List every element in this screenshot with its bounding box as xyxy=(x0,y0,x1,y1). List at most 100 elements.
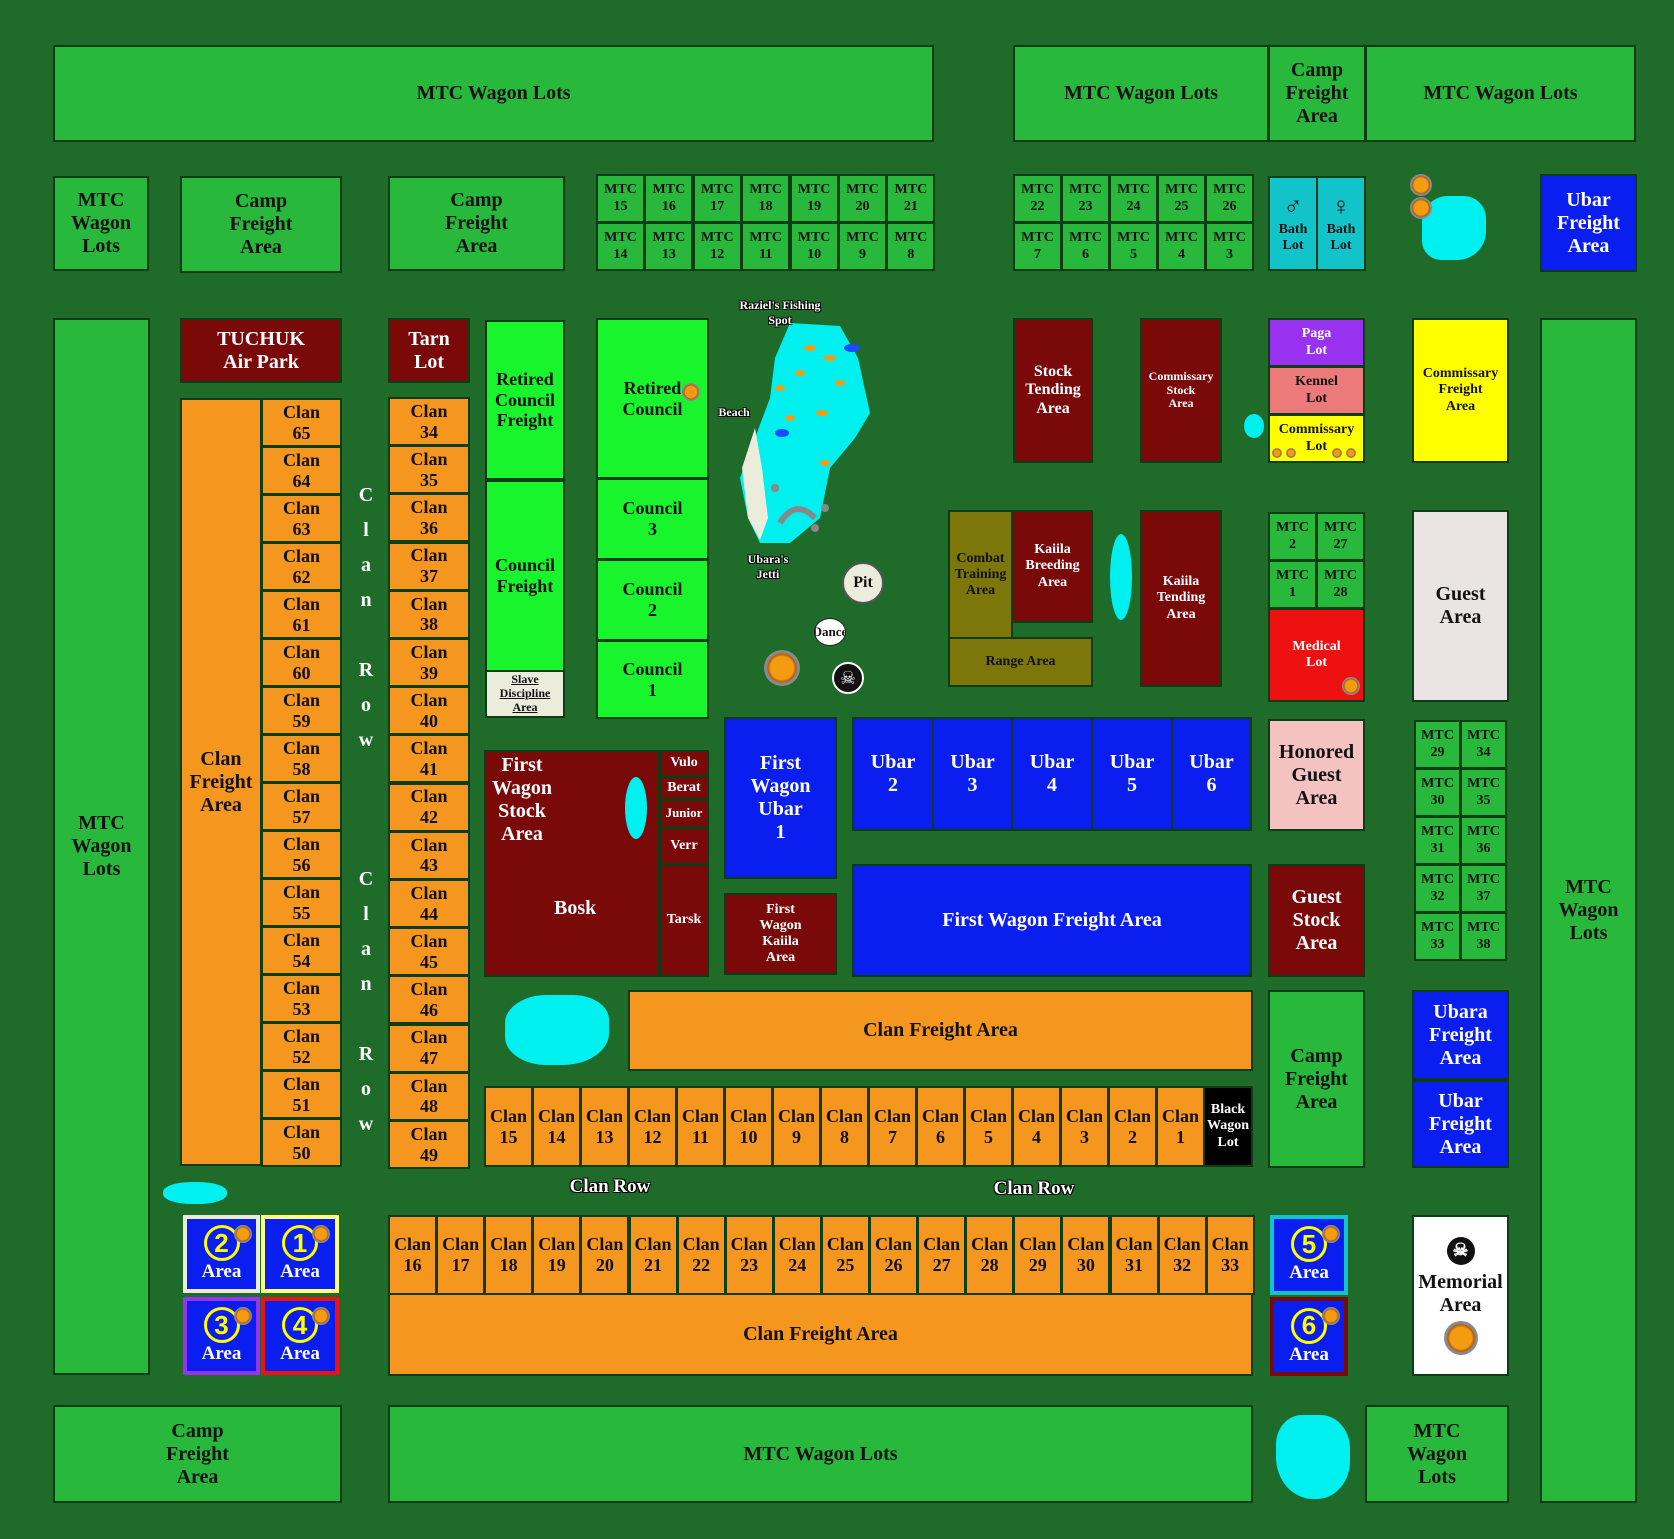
combat-training-area[interactable]: Combat Training Area xyxy=(948,510,1013,640)
council-2[interactable]: Council 2 xyxy=(596,559,709,641)
mtc-lot[interactable]: MTC 24 xyxy=(1109,174,1158,223)
clan-lot[interactable]: Clan 42 xyxy=(388,782,470,832)
clan-lot[interactable]: Clan 28 xyxy=(965,1215,1015,1295)
clan-lot[interactable]: Clan 46 xyxy=(388,975,470,1025)
slave-discipline-area[interactable]: Slave Discipline Area xyxy=(485,670,565,718)
mtc-lot[interactable]: MTC 7 xyxy=(1013,222,1062,271)
mtc-lot[interactable]: MTC 18 xyxy=(741,174,791,223)
clan-lot[interactable]: Clan 43 xyxy=(388,830,470,880)
junior-pen[interactable]: Junior xyxy=(659,799,709,828)
clan-lot[interactable]: Clan 31 xyxy=(1109,1215,1159,1295)
mtc-lot[interactable]: MTC 10 xyxy=(789,222,839,271)
berat-pen[interactable]: Berat xyxy=(659,776,709,800)
first-wagon-kaiila-area[interactable]: First Wagon Kaiila Area xyxy=(724,893,837,975)
kaiila-tending-area[interactable]: Kaiila Tending Area xyxy=(1140,510,1222,687)
clan-lot[interactable]: Clan 63 xyxy=(261,494,342,543)
clan-lot[interactable]: Clan 2 xyxy=(1108,1086,1157,1167)
clan-lot[interactable]: Clan 34 xyxy=(388,397,470,446)
mtc-wagon-lots-top-left[interactable]: MTC Wagon Lots xyxy=(53,45,934,142)
mtc-wagon-lots-bottom-right[interactable]: MTC Wagon Lots xyxy=(1365,1405,1509,1503)
clan-lot[interactable]: Clan 25 xyxy=(820,1215,870,1295)
clan-lot[interactable]: Clan 26 xyxy=(869,1215,918,1295)
clan-lot[interactable]: Clan 27 xyxy=(917,1215,967,1295)
clan-freight-area-bottom[interactable]: Clan Freight Area xyxy=(388,1293,1253,1376)
kaiila-breeding-area[interactable]: Kaiila Breeding Area xyxy=(1012,510,1093,623)
clan-lot[interactable]: Clan 51 xyxy=(261,1070,342,1119)
mtc-lot[interactable]: MTC 22 xyxy=(1013,174,1062,223)
tarsk-pen[interactable]: Tarsk xyxy=(659,864,709,977)
mtc-lot[interactable]: MTC 31 xyxy=(1414,816,1461,865)
mtc-wagon-lots-right-column[interactable]: MTC Wagon Lots xyxy=(1540,318,1637,1503)
council-freight[interactable]: Council Freight xyxy=(485,480,565,672)
clan-lot[interactable]: Clan 37 xyxy=(388,541,470,591)
mtc-lot[interactable]: MTC 34 xyxy=(1460,720,1507,769)
mtc-lot[interactable]: MTC 30 xyxy=(1414,768,1461,817)
clan-lot[interactable]: Clan 47 xyxy=(388,1023,470,1073)
pit[interactable]: Pit xyxy=(842,562,884,604)
retired-council-freight[interactable]: Retired Council Freight xyxy=(485,320,565,480)
mtc-lot[interactable]: MTC 33 xyxy=(1414,912,1461,961)
bath-lot-female[interactable]: ♀ Bath Lot xyxy=(1316,176,1366,271)
vulo-pen[interactable]: Vulo xyxy=(659,750,709,777)
mtc-lot[interactable]: MTC 29 xyxy=(1414,720,1461,769)
ubar-freight-area-top-right[interactable]: Ubar Freight Area xyxy=(1540,174,1637,272)
clan-lot[interactable]: Clan 13 xyxy=(580,1086,629,1167)
clan-lot[interactable]: Clan 15 xyxy=(484,1086,533,1167)
clan-lot[interactable]: Clan 38 xyxy=(388,589,470,639)
mtc-lot[interactable]: MTC 11 xyxy=(741,222,791,271)
ubar-6[interactable]: Ubar 6 xyxy=(1171,717,1252,831)
clan-lot[interactable]: Clan 52 xyxy=(261,1022,342,1071)
bath-lot-male[interactable]: ♂ Bath Lot xyxy=(1268,176,1318,271)
dance-circle[interactable]: Dance xyxy=(814,618,846,646)
clan-lot[interactable]: Clan 11 xyxy=(676,1086,725,1167)
camp-freight-area-center-left[interactable]: Camp Freight Area xyxy=(388,176,565,271)
clan-lot[interactable]: Clan 59 xyxy=(261,686,342,735)
clan-lot[interactable]: Clan 1 xyxy=(1156,1086,1205,1167)
mtc-wagon-lots-bottom[interactable]: MTC Wagon Lots xyxy=(388,1405,1253,1503)
camp-freight-area-left[interactable]: Camp Freight Area xyxy=(180,176,342,273)
clan-lot[interactable]: Clan 62 xyxy=(261,542,342,591)
mtc-lot[interactable]: MTC 25 xyxy=(1157,174,1206,223)
clan-lot[interactable]: Clan 56 xyxy=(261,830,342,879)
clan-lot[interactable]: Clan 16 xyxy=(388,1215,437,1295)
clan-freight-area-left[interactable]: Clan Freight Area xyxy=(180,398,262,1166)
clan-lot[interactable]: Clan 41 xyxy=(388,734,470,784)
mtc-lot[interactable]: MTC 19 xyxy=(789,174,839,223)
mtc-lot[interactable]: MTC 15 xyxy=(596,174,645,223)
clan-lot[interactable]: Clan 14 xyxy=(532,1086,581,1167)
clan-freight-area-center[interactable]: Clan Freight Area xyxy=(628,990,1253,1071)
clan-lot[interactable]: Clan 21 xyxy=(628,1215,678,1295)
ubar-freight-area-right[interactable]: Ubar Freight Area xyxy=(1412,1080,1509,1168)
mtc-lot[interactable]: MTC 20 xyxy=(838,174,887,223)
mtc-lot[interactable]: MTC 28 xyxy=(1316,560,1365,609)
clan-lot[interactable]: Clan 60 xyxy=(261,638,342,687)
mtc-lot[interactable]: MTC 4 xyxy=(1157,222,1206,271)
clan-lot[interactable]: Clan 23 xyxy=(724,1215,774,1295)
camp-freight-area-top[interactable]: Camp Freight Area xyxy=(1268,45,1366,142)
clan-lot[interactable]: Clan 64 xyxy=(261,446,342,495)
clan-lot[interactable]: Clan 58 xyxy=(261,734,342,783)
mtc-lot[interactable]: MTC 16 xyxy=(644,174,694,223)
mtc-lot[interactable]: MTC 21 xyxy=(886,174,936,223)
first-wagon-freight-area[interactable]: First Wagon Freight Area xyxy=(852,864,1252,977)
clan-lot[interactable]: Clan 22 xyxy=(676,1215,726,1295)
mtc-lot[interactable]: MTC 32 xyxy=(1414,864,1461,913)
clan-lot[interactable]: Clan 35 xyxy=(388,445,470,495)
clan-lot[interactable]: Clan 29 xyxy=(1013,1215,1063,1295)
mtc-lot[interactable]: MTC 37 xyxy=(1460,864,1507,913)
mtc-lot[interactable]: MTC 27 xyxy=(1316,512,1365,561)
clan-lot[interactable]: Clan 45 xyxy=(388,927,470,977)
clan-lot[interactable]: Clan 44 xyxy=(388,879,470,928)
mtc-lot[interactable]: MTC 2 xyxy=(1268,512,1317,561)
tarn-lot[interactable]: Tarn Lot xyxy=(388,318,470,383)
memorial-area[interactable]: ☠ Memorial Area xyxy=(1412,1215,1509,1376)
guest-stock-area[interactable]: Guest Stock Area xyxy=(1268,864,1365,977)
clan-lot[interactable]: Clan 5 xyxy=(964,1086,1013,1167)
commissary-freight-area[interactable]: Commissary Freight Area xyxy=(1412,318,1509,463)
black-wagon-lot[interactable]: Black Wagon Lot xyxy=(1203,1086,1253,1167)
clan-lot[interactable]: Clan 9 xyxy=(772,1086,821,1167)
clan-lot[interactable]: Clan 18 xyxy=(484,1215,534,1295)
clan-lot[interactable]: Clan 65 xyxy=(261,398,342,447)
